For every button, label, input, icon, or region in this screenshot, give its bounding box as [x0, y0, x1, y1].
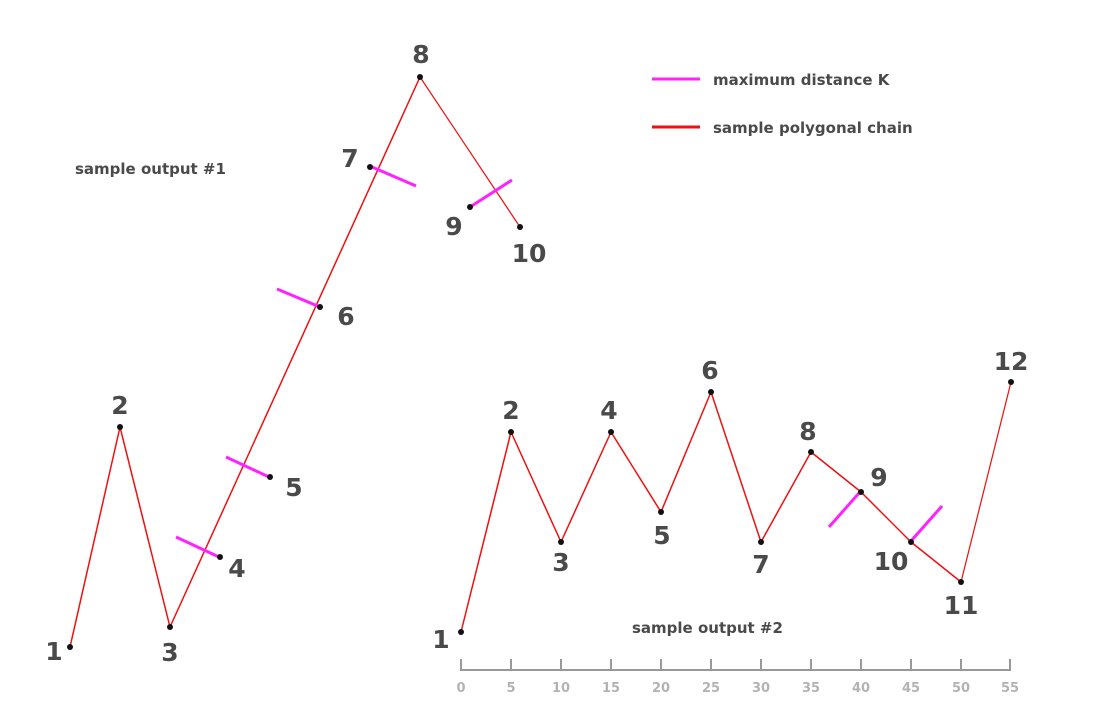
output1-point — [417, 74, 423, 80]
output1-k-marker-9 — [469, 178, 513, 209]
output1-k-marker-4 — [175, 535, 220, 559]
x-axis-tick-label: 0 — [456, 681, 465, 696]
output1-point-label: 1 — [45, 637, 62, 666]
output1-point-label: 2 — [111, 391, 128, 420]
output1-k-marker-7 — [371, 165, 417, 188]
output2-segment — [960, 381, 1012, 583]
output1-segment — [69, 426, 121, 648]
output2-point-label: 9 — [870, 463, 887, 492]
output1-point — [167, 624, 173, 630]
output1-point — [117, 424, 123, 430]
output2-segment — [860, 491, 912, 543]
output2-point — [658, 509, 664, 515]
sample-output-2: sample output #2 — [432, 347, 1028, 696]
output2-point-label: 7 — [752, 550, 769, 579]
output2-point — [608, 429, 614, 435]
output2-segment — [910, 541, 962, 583]
output1-segment — [419, 76, 521, 228]
x-axis-tick-label: 10 — [552, 681, 570, 696]
legend: maximum distance K sample polygonal chai… — [652, 71, 913, 137]
output1-point — [267, 474, 273, 480]
output2-point — [1008, 379, 1014, 385]
output2-point-label: 2 — [502, 396, 519, 425]
sample-output-1: sample output #1 1 — [45, 40, 546, 667]
output2-point — [908, 539, 914, 545]
x-axis-tick-label: 40 — [852, 681, 870, 696]
output2-point — [558, 539, 564, 545]
output1-point — [217, 554, 223, 560]
output2-point-label: 5 — [653, 521, 670, 550]
legend-k-label: maximum distance K — [713, 71, 891, 89]
output2-points — [458, 379, 1014, 635]
output2-point — [508, 429, 514, 435]
output1-caption: sample output #1 — [75, 160, 226, 178]
output1-point — [517, 224, 523, 230]
output2-point-label: 1 — [432, 625, 449, 654]
output2-k-markers — [827, 491, 944, 542]
output1-point-label: 8 — [412, 40, 429, 69]
output2-point-label: 10 — [874, 547, 909, 576]
output2-point — [708, 389, 714, 395]
output1-point — [67, 644, 73, 650]
output1-k-markers — [175, 165, 513, 559]
output1-point-labels: 1 2 3 4 5 6 7 8 9 10 — [45, 40, 546, 667]
x-axis-tick-label: 55 — [1001, 681, 1019, 696]
output1-point-label: 5 — [285, 473, 302, 502]
output1-point-label: 7 — [341, 144, 358, 173]
output2-point — [458, 629, 464, 635]
output2-chain — [460, 381, 1012, 633]
x-axis-tick-label: 35 — [802, 681, 820, 696]
output1-points — [67, 74, 523, 650]
output1-point-label: 4 — [228, 554, 245, 583]
output1-point — [317, 304, 323, 310]
output2-point — [858, 489, 864, 495]
x-axis-tick-label: 5 — [506, 681, 515, 696]
output2-point-labels: 1 2 3 4 5 6 7 8 9 10 11 12 — [432, 347, 1028, 654]
output1-k-marker-6 — [276, 287, 321, 309]
output2-segment — [760, 451, 812, 543]
output2-point-label: 8 — [799, 417, 816, 446]
output2-point-label: 3 — [552, 548, 569, 577]
output2-point — [808, 449, 814, 455]
output2-k-marker-9 — [827, 491, 862, 528]
output1-point-label: 6 — [337, 302, 354, 331]
output1-point — [467, 204, 473, 210]
x-axis-tick-label: 20 — [652, 681, 670, 696]
x-axis-tick-label: 15 — [602, 681, 620, 696]
output2-x-axis: 0 5 10 15 20 25 30 35 40 45 50 55 — [456, 659, 1019, 696]
output2-point-label: 4 — [600, 396, 617, 425]
output2-segment — [810, 451, 862, 493]
x-axis-tick-label: 30 — [752, 681, 770, 696]
output1-point — [367, 164, 373, 170]
output1-point-label: 10 — [512, 239, 547, 268]
output2-point-label: 11 — [944, 591, 979, 620]
legend-chain-label: sample polygonal chain — [713, 119, 913, 137]
output2-point — [958, 579, 964, 585]
output1-point-label: 3 — [161, 638, 178, 667]
output1-k-marker-5 — [225, 455, 270, 479]
x-axis-tick-label: 50 — [952, 681, 970, 696]
output1-segment — [119, 426, 171, 628]
output2-point-label: 6 — [701, 356, 718, 385]
output1-point-label: 9 — [445, 212, 462, 241]
x-axis-tick-label: 25 — [702, 681, 720, 696]
output2-segment — [710, 391, 762, 543]
output2-caption: sample output #2 — [632, 619, 783, 637]
output2-segment — [510, 431, 562, 543]
output2-segment — [610, 431, 662, 513]
output2-segment — [560, 431, 612, 543]
x-axis-tick-label: 45 — [902, 681, 920, 696]
output2-segment — [660, 391, 712, 513]
output2-k-marker-10 — [909, 505, 944, 542]
output2-point — [758, 539, 764, 545]
output2-segment — [460, 431, 512, 633]
output2-point-label: 12 — [994, 347, 1029, 376]
